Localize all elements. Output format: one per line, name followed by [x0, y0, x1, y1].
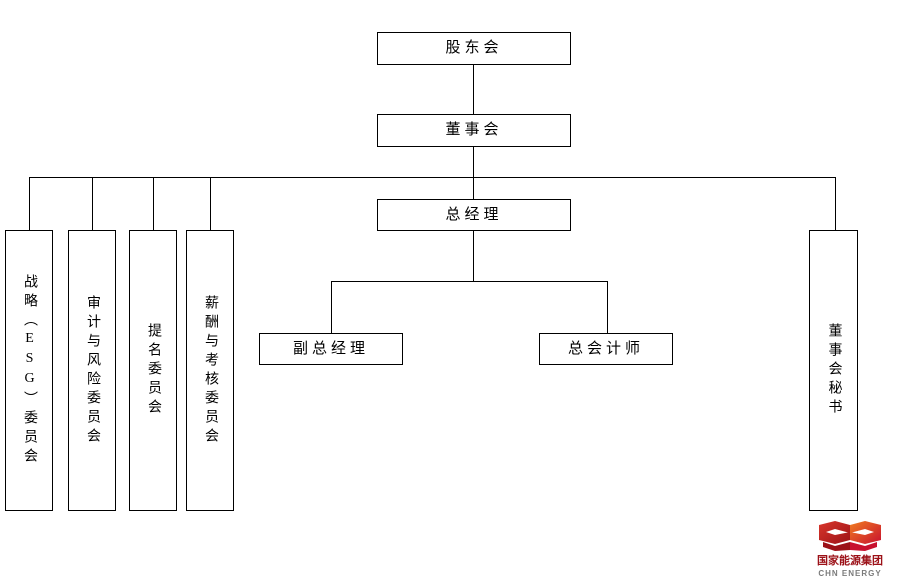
company-logo: 国家能源集团 CHN ENERGY: [806, 521, 894, 578]
node-shareholders-label: 股东会: [445, 40, 503, 57]
node-deputy-general-manager[interactable]: 副总经理: [259, 333, 403, 365]
connector-bus-to-general-manager: [473, 177, 474, 199]
node-committee-remuneration[interactable]: 薪酬与考核委员会: [186, 230, 234, 511]
node-general-manager-label: 总经理: [445, 206, 503, 223]
connector-bus-to-board-secretary: [835, 177, 836, 230]
node-board-secretary[interactable]: 董事会秘书: [809, 230, 858, 511]
node-board[interactable]: 董事会: [377, 114, 571, 147]
node-committee-nomination-label: 提名委员会: [146, 323, 162, 418]
node-committee-remuneration-label: 薪酬与考核委员会: [203, 294, 219, 447]
connector-bus-to-committee-audit-risk: [92, 177, 93, 230]
node-committee-audit-risk-label: 审计与风险委员会: [85, 294, 101, 447]
connector-board-to-bus: [473, 147, 474, 177]
logo-cn-name: 国家能源集团: [817, 555, 883, 567]
connector-bus-to-committee-nomination: [153, 177, 154, 230]
node-chief-accountant[interactable]: 总会计师: [539, 333, 673, 365]
node-chief-accountant-label: 总会计师: [567, 340, 644, 357]
bus-general-manager-children: [331, 281, 608, 282]
connector-bus-to-committee-remuneration: [210, 177, 211, 230]
node-committee-nomination[interactable]: 提名委员会: [129, 230, 177, 511]
logo-en-name: CHN ENERGY: [818, 569, 882, 578]
node-deputy-general-manager-label: 副总经理: [292, 340, 369, 357]
node-committee-strategy[interactable]: 战略（ESG）委员会: [5, 230, 53, 511]
connector-bus-to-committee-strategy: [29, 177, 30, 230]
node-board-secretary-label: 董事会秘书: [826, 323, 842, 418]
connector-general-manager-to-subbus: [473, 231, 474, 281]
node-shareholders[interactable]: 股东会: [377, 32, 571, 65]
connector-subbus-to-deputy-general-manager: [331, 281, 332, 333]
node-committee-strategy-label: 战略（ESG）委员会: [22, 274, 38, 467]
node-board-label: 董事会: [445, 122, 503, 139]
node-general-manager[interactable]: 总经理: [377, 199, 571, 231]
node-committee-audit-risk[interactable]: 审计与风险委员会: [68, 230, 116, 511]
chn-energy-emblem-icon: [819, 521, 881, 551]
bus-board-children: [29, 177, 836, 178]
connector-shareholders-to-board: [473, 65, 474, 114]
connector-subbus-to-chief-accountant: [607, 281, 608, 333]
